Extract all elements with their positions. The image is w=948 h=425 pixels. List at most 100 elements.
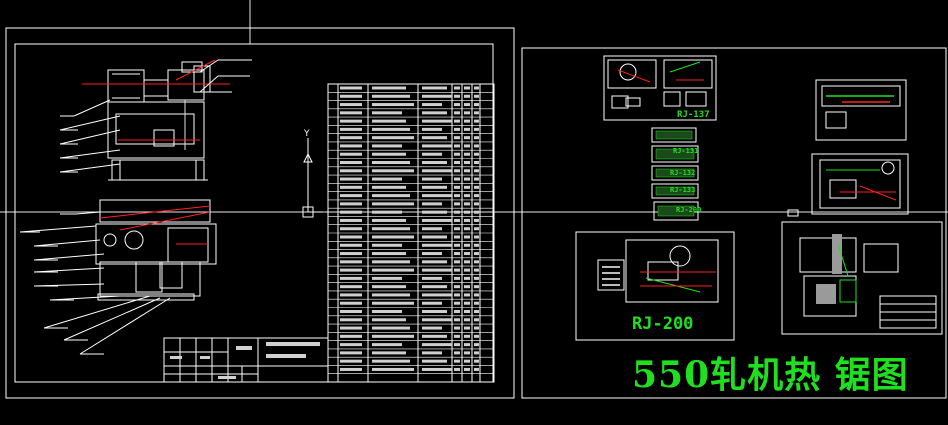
- drawing-title: 550轧机热 锯图: [632, 354, 909, 396]
- table-cell-mark: [340, 86, 362, 90]
- table-cell-mark: [474, 185, 479, 189]
- table-cell-mark: [474, 218, 479, 222]
- table-cell-mark: [422, 227, 442, 231]
- table-cell-mark: [454, 169, 460, 173]
- table-cell-mark: [372, 243, 402, 247]
- table-cell-mark: [454, 210, 460, 214]
- table-cell-mark: [340, 318, 362, 322]
- table-cell-mark: [474, 136, 479, 140]
- table-cell-mark: [372, 227, 410, 231]
- detail-rj200-colored: [640, 271, 716, 293]
- table-cell-mark: [454, 310, 460, 313]
- table-cell-mark: [340, 252, 362, 256]
- table-cell-mark: [474, 285, 479, 289]
- right-drawing-sheet[interactable]: [521, 47, 947, 399]
- table-cell-mark: [464, 119, 470, 123]
- table-cell-mark: [340, 310, 362, 313]
- table-cell-mark: [464, 268, 470, 272]
- plan-red-leaders: [99, 205, 211, 245]
- table-cell-mark: [372, 326, 410, 330]
- table-cell-mark: [340, 359, 362, 363]
- detail-right-mid-colored: [826, 169, 897, 201]
- table-cell-mark: [372, 260, 410, 264]
- table-cell-mark: [464, 318, 470, 322]
- table-cell-mark: [372, 293, 410, 297]
- table-cell-mark: [464, 202, 470, 206]
- table-cell-mark: [372, 301, 414, 305]
- table-cell-mark: [340, 243, 362, 247]
- table-cell-mark: [340, 144, 362, 148]
- table-cell-mark: [454, 276, 460, 280]
- table-cell-mark: [422, 86, 447, 90]
- detail-rj137[interactable]: [603, 55, 717, 121]
- table-cell-mark: [340, 334, 362, 338]
- table-cell-mark: [340, 210, 362, 214]
- table-cell-mark: [474, 127, 479, 131]
- table-cell-mark: [372, 359, 410, 363]
- table-cell-mark: [422, 301, 442, 305]
- table-cell-mark: [454, 103, 460, 107]
- table-cell-mark: [340, 227, 362, 231]
- table-cell-mark: [340, 260, 362, 264]
- table-cell-mark: [474, 152, 479, 156]
- table-cell-mark: [422, 218, 452, 222]
- table-cell-mark: [422, 103, 442, 107]
- table-cell-mark: [372, 161, 410, 164]
- table-cell-mark: [340, 119, 362, 123]
- table-cell-mark: [464, 127, 470, 131]
- table-cell-mark: [464, 161, 470, 164]
- table-cell-mark: [454, 243, 460, 247]
- table-cell-mark: [454, 235, 460, 239]
- table-cell-mark: [464, 169, 470, 173]
- table-cell-mark: [422, 260, 447, 264]
- table-cell-mark: [422, 194, 452, 198]
- table-cell-mark: [340, 218, 362, 222]
- table-cell-mark: [464, 326, 470, 330]
- table-cell-mark: [464, 86, 470, 90]
- table-cell-mark: [464, 243, 470, 247]
- table-cell-mark: [454, 127, 460, 131]
- machine-plan-view[interactable]: [95, 199, 217, 301]
- table-cell-mark: [422, 202, 442, 206]
- table-cell-mark: [464, 310, 470, 313]
- table-cell-mark: [454, 119, 460, 123]
- detail-right-bottom[interactable]: [781, 221, 943, 335]
- detail-right-mid[interactable]: [787, 153, 909, 217]
- table-cell-mark: [454, 94, 460, 98]
- table-cell-mark: [464, 252, 470, 256]
- table-cell-mark: [454, 177, 460, 181]
- table-cell-mark: [372, 86, 406, 90]
- table-cell-mark: [340, 285, 362, 289]
- detail-rj200-notes: [602, 266, 620, 286]
- table-cell-mark: [422, 119, 452, 123]
- table-cell-mark: [474, 310, 479, 313]
- table-cell-mark: [422, 185, 447, 189]
- table-cell-mark: [422, 252, 442, 256]
- table-cell-mark: [372, 185, 406, 189]
- title-block[interactable]: [163, 337, 329, 383]
- table-cell-mark: [464, 260, 470, 264]
- table-cell-mark: [474, 301, 479, 305]
- table-cell-mark: [372, 144, 402, 148]
- table-cell-mark: [474, 119, 479, 123]
- table-cell-mark: [340, 169, 362, 173]
- table-cell-mark: [372, 310, 402, 313]
- table-cell-mark: [474, 318, 479, 322]
- table-cell-mark: [372, 177, 402, 181]
- table-cell-mark: [422, 111, 447, 115]
- machine-elevation-view[interactable]: [107, 61, 211, 181]
- table-cell-mark: [454, 343, 460, 347]
- detail-tags[interactable]: [651, 127, 699, 221]
- table-cell-mark: [372, 119, 406, 123]
- detail-right-top[interactable]: [815, 79, 907, 141]
- table-cell-mark: [464, 227, 470, 231]
- table-cell-mark: [372, 94, 410, 98]
- table-cell-mark: [422, 235, 447, 239]
- table-cell-mark: [454, 301, 460, 305]
- table-cell-mark: [464, 111, 470, 115]
- detail-rj200[interactable]: [575, 231, 735, 341]
- table-cell-mark: [454, 351, 460, 355]
- table-cell-mark: [464, 136, 470, 140]
- table-cell-mark: [474, 252, 479, 256]
